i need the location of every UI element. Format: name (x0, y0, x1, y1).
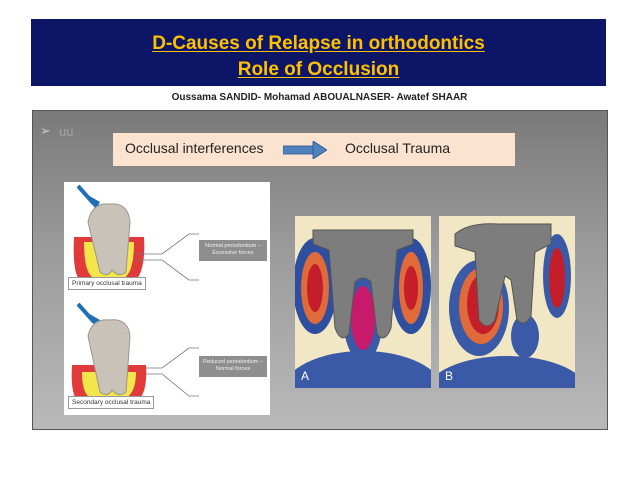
bullet-arrow-icon: ➢ (40, 123, 51, 138)
cause-effect-banner: Occlusal interferences Occlusal Trauma (113, 133, 515, 166)
bullet-text: uu (59, 124, 74, 139)
slide-subtitle: Role of Occlusion (237, 59, 400, 80)
trauma-types-illustration: Primary occlusal trauma Normal periodont… (64, 182, 270, 415)
title-bar: D-Causes of Relapse in orthodontics Role… (31, 19, 606, 86)
content-panel: ➢ uu Occlusal interferences Occlusal Tra… (32, 110, 608, 430)
secondary-desc-line1: Reduced periodontium – (203, 359, 263, 365)
slide-title: D-Causes of Relapse in orthodontics (152, 33, 485, 54)
stress-map-a-image: A (295, 216, 431, 388)
primary-trauma-label: Primary occlusal trauma (68, 277, 146, 290)
primary-desc-line1: Normal periodontium – (205, 243, 261, 249)
secondary-trauma-description: Reduced periodontium – Normal forces (199, 356, 267, 377)
primary-trauma-tooth-image (70, 184, 150, 285)
panel-b-letter: B (445, 369, 453, 383)
panel-a-letter: A (301, 369, 309, 383)
stress-panel-a: A (295, 216, 431, 388)
primary-trauma-description: Normal periodontium – Excessive forces (199, 240, 267, 261)
banner-cause: Occlusal interferences (125, 140, 264, 156)
authors-line: Oussama SANDID- Mohamad ABOUALNASER- Awa… (171, 92, 468, 103)
right-arrow-icon (283, 141, 327, 159)
secondary-desc-line2: Normal forces (215, 366, 251, 373)
banner-effect: Occlusal Trauma (345, 140, 451, 156)
stress-panel-b: B (439, 216, 575, 388)
secondary-trauma-label: Secondary occlusal trauma (68, 396, 155, 409)
secondary-trauma-tooth-image (71, 302, 147, 402)
stress-map-b-image: B (439, 216, 575, 388)
primary-desc-line2: Excessive forces (212, 250, 254, 257)
